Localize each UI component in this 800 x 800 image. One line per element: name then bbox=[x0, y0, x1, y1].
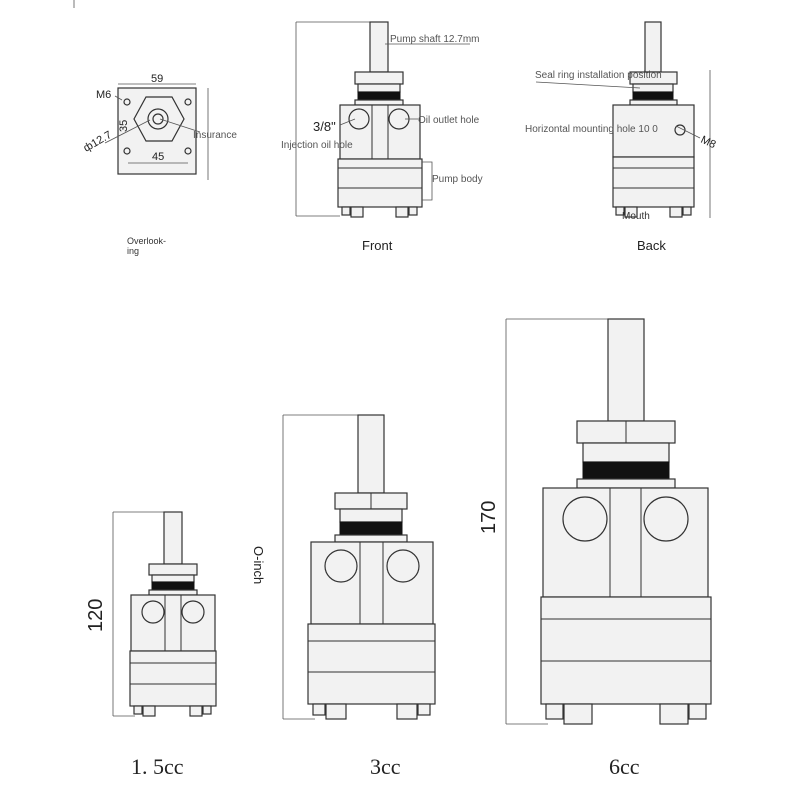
label-pump-body: Pump body bbox=[432, 174, 483, 185]
pump-3cc: O-inch 3cc bbox=[251, 414, 436, 779]
label-mouth: Mouth bbox=[622, 211, 650, 222]
large-pump-body bbox=[540, 596, 712, 705]
dim-127: ф12.7 bbox=[82, 129, 114, 155]
label-oil-outlet: Oil outlet hole bbox=[418, 115, 480, 126]
small-foot-r bbox=[189, 705, 203, 717]
caption-3cc: 3cc bbox=[370, 754, 401, 779]
front-nut bbox=[354, 71, 404, 85]
caption-overlooking-2: ing bbox=[127, 246, 139, 256]
mount-hole-bl bbox=[123, 147, 131, 155]
caption-6cc: 6cc bbox=[609, 754, 640, 779]
large-foot-r2 bbox=[688, 703, 707, 720]
small-nut bbox=[148, 563, 198, 576]
front-pump-body bbox=[337, 158, 423, 208]
small-collar bbox=[151, 574, 195, 583]
front-injection-port bbox=[348, 108, 370, 130]
front-ring bbox=[354, 99, 404, 106]
back-seal bbox=[632, 91, 674, 101]
medium-pump-body bbox=[307, 623, 436, 705]
back-foot-l bbox=[615, 206, 625, 216]
small-seal bbox=[151, 581, 195, 591]
medium-collar bbox=[339, 508, 403, 523]
label-pump-shaft: Pump shaft 12.7mm bbox=[390, 34, 479, 45]
small-upper-body bbox=[130, 594, 216, 652]
medium-foot-r2 bbox=[417, 703, 431, 716]
medium-port-l bbox=[324, 549, 358, 583]
small-pump-body bbox=[129, 650, 217, 707]
large-upper-body bbox=[542, 487, 709, 598]
medium-foot-l2 bbox=[325, 703, 347, 720]
medium-ring bbox=[334, 534, 408, 543]
back-ring bbox=[629, 99, 678, 106]
back-pump-body bbox=[612, 156, 695, 208]
medium-height-dim: O-inch bbox=[251, 546, 266, 584]
caption-back: Back bbox=[637, 238, 666, 253]
label-injection-oil: Injection oil hole bbox=[281, 140, 353, 151]
front-shaft bbox=[369, 21, 389, 73]
back-shaft bbox=[644, 21, 662, 73]
back-view: Seal ring installation position Horizont… bbox=[525, 21, 718, 253]
front-collar bbox=[357, 83, 401, 93]
medium-seal bbox=[339, 521, 403, 536]
medium-shaft bbox=[357, 414, 385, 494]
overlooking-view: M6 59 35 ф12.7 45 Insurance Overlook- in… bbox=[82, 73, 238, 256]
front-seal bbox=[357, 91, 401, 101]
label-seal-ring: Seal ring installation position bbox=[535, 70, 662, 81]
large-foot-r bbox=[659, 703, 689, 725]
label-horizontal-hole: Horizontal mounting hole 10 0 bbox=[525, 124, 658, 135]
mount-hole-tr bbox=[184, 98, 192, 106]
large-foot-l bbox=[545, 703, 564, 720]
small-shaft bbox=[163, 511, 183, 565]
large-ring bbox=[576, 478, 676, 489]
small-ring bbox=[148, 589, 198, 596]
small-foot-l bbox=[133, 705, 143, 715]
shaft-core bbox=[152, 113, 164, 125]
small-port-r bbox=[181, 600, 205, 624]
caption-1-5cc: 1. 5cc bbox=[131, 754, 184, 779]
pump-6cc: 170 6cc bbox=[478, 318, 712, 779]
label-m8: M8 bbox=[699, 134, 718, 151]
large-seal bbox=[582, 461, 670, 480]
front-foot-r bbox=[395, 206, 409, 218]
large-foot-l2 bbox=[563, 703, 593, 725]
small-height-dim: 120 bbox=[85, 599, 107, 632]
back-foot-l2 bbox=[624, 206, 638, 218]
caption-overlooking-1: Overlook- bbox=[127, 236, 166, 246]
pump-1-5cc: 120 1. 5cc bbox=[85, 511, 217, 779]
mount-hole-tl bbox=[123, 98, 131, 106]
label-thread: 3/8" bbox=[313, 119, 336, 134]
label-insurance: Insurance bbox=[193, 130, 237, 141]
small-foot-l2 bbox=[142, 705, 156, 717]
label-m6: M6 bbox=[96, 89, 111, 101]
small-foot-r2 bbox=[202, 705, 212, 715]
mount-hole-br bbox=[184, 147, 192, 155]
caption-front: Front bbox=[362, 238, 393, 253]
front-foot-l bbox=[341, 206, 351, 216]
medium-foot-l bbox=[312, 703, 326, 716]
large-collar bbox=[582, 442, 670, 463]
medium-foot-r bbox=[396, 703, 418, 720]
flange-lower-edge bbox=[118, 162, 197, 175]
back-foot-r bbox=[669, 206, 683, 218]
front-foot-l2 bbox=[350, 206, 364, 218]
large-height-dim: 170 bbox=[478, 501, 500, 534]
large-shaft bbox=[607, 318, 645, 422]
small-port-l bbox=[141, 600, 165, 624]
front-foot-r2 bbox=[408, 206, 418, 216]
dim-45: 45 bbox=[152, 151, 164, 163]
back-foot-r2 bbox=[682, 206, 692, 216]
large-port-l bbox=[562, 496, 608, 542]
dim-35: 35 bbox=[118, 120, 130, 132]
dim-59: 59 bbox=[151, 73, 163, 85]
large-port-r bbox=[643, 496, 689, 542]
back-mount-hole bbox=[674, 124, 686, 136]
front-view: Pump shaft 12.7mm 3/8" Oil outlet hole I… bbox=[281, 21, 483, 253]
medium-port-r bbox=[386, 549, 420, 583]
